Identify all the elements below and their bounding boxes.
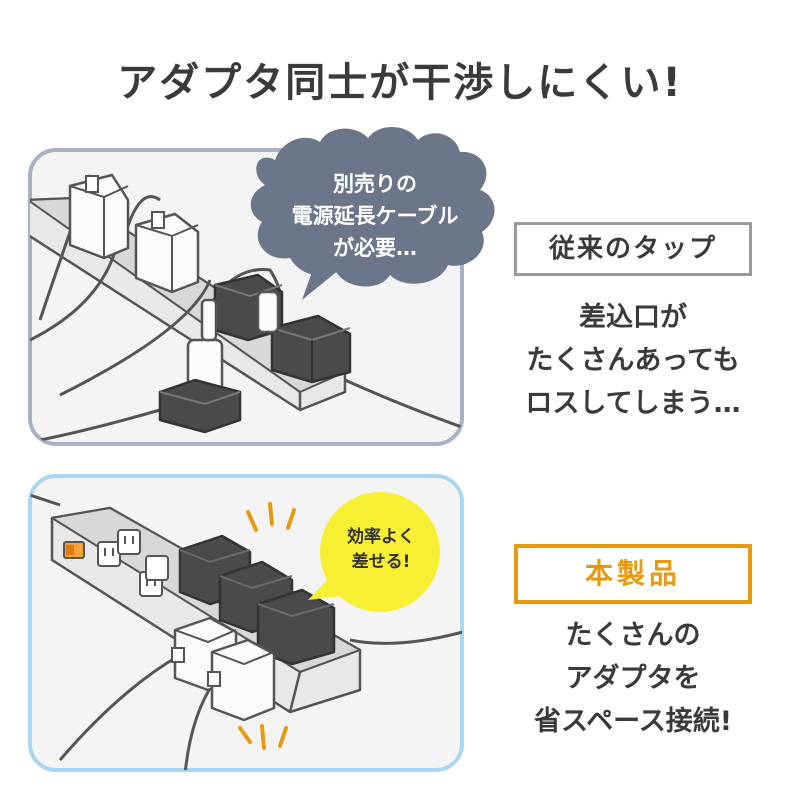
conventional-tap-label: 従来のタップ: [514, 222, 752, 276]
extension-cable-bubble: [250, 126, 495, 300]
efficient-plugging-bubble-text: 効率よく 差せる!: [347, 527, 415, 572]
white-adapter-icon: [134, 211, 200, 294]
dark-adapter-icon: [158, 378, 242, 434]
dark-adapter-icon: [256, 588, 336, 666]
extension-cable-bubble-text: 別売りの 電源延長ケーブル が必要…: [291, 172, 459, 260]
new-product-description: たくさんの アダプタを 省スペース接続!: [533, 620, 733, 737]
plug-icon: [186, 290, 280, 394]
outlet-icon: [97, 541, 121, 567]
page-title: アダプタ同士が干渉しにくい!: [117, 60, 683, 106]
outlet-icon: [117, 529, 141, 555]
white-adapter-icon: [207, 638, 276, 722]
outlet-icon: [145, 555, 169, 581]
dark-adapter-icon: [270, 314, 352, 384]
power-switch-icon: [63, 541, 85, 559]
new-product-label: 本製品: [514, 544, 752, 604]
efficient-plugging-bubble: [308, 492, 440, 612]
white-adapter-icon: [68, 173, 130, 260]
emphasis-lines-icon: [238, 502, 296, 750]
conventional-tap-description: 差込口が たくさんあっても ロスしてしまう…: [525, 302, 741, 419]
